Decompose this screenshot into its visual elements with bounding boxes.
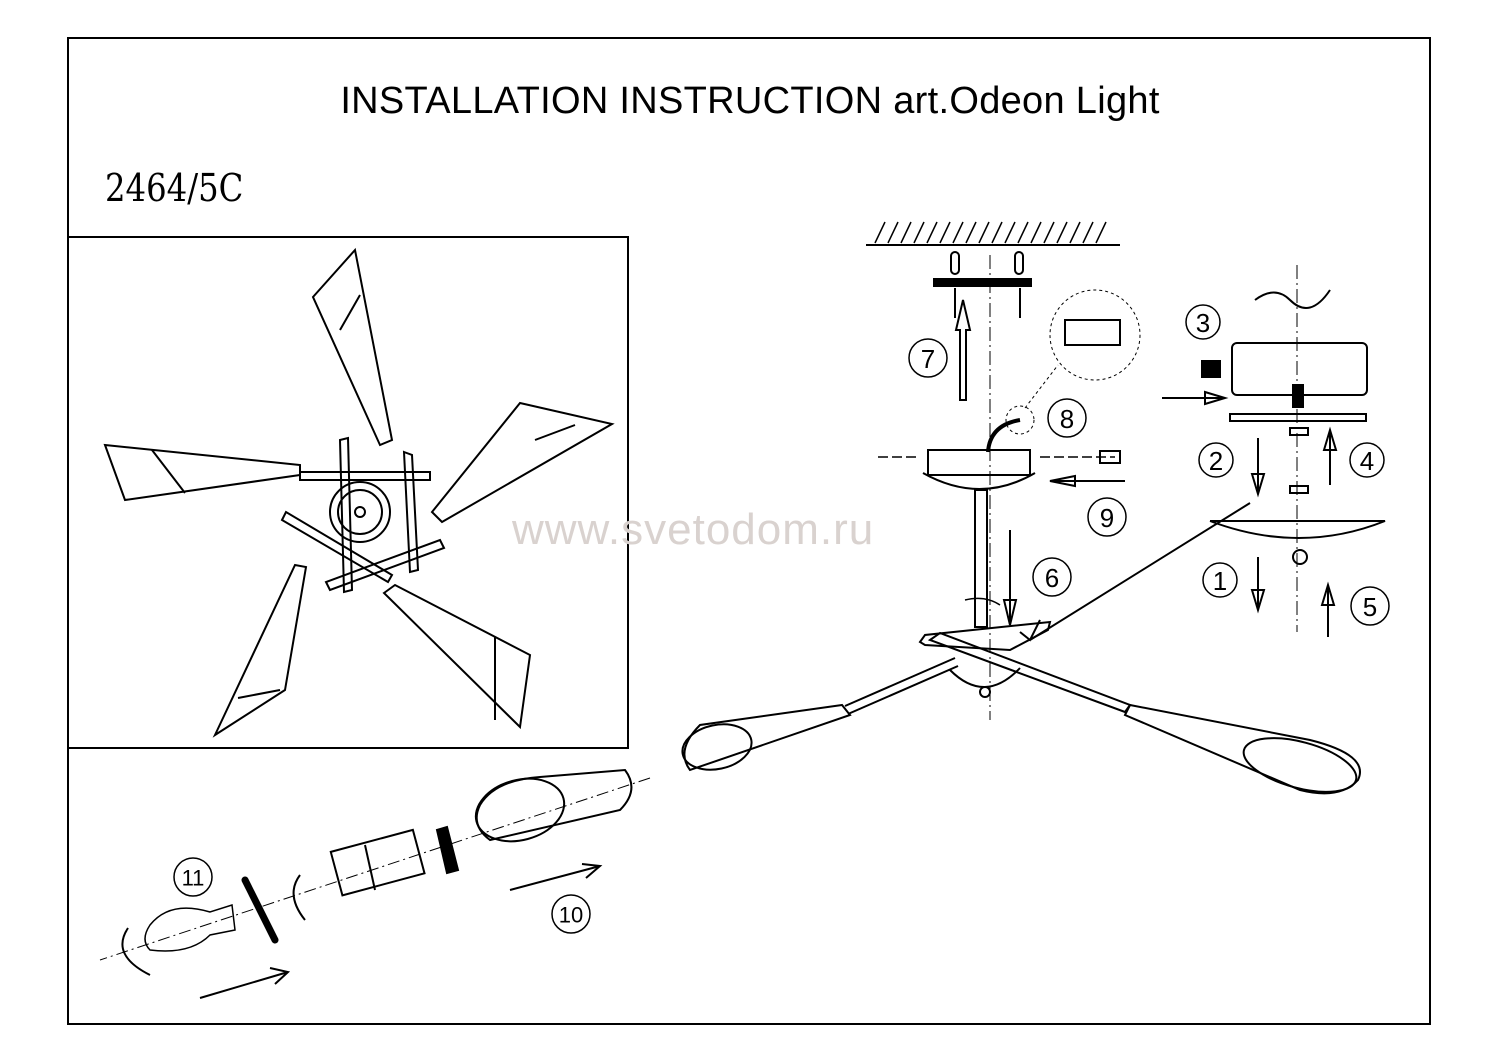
- step-7-label: 7: [921, 344, 935, 374]
- ceiling-mount: [866, 221, 1120, 720]
- step-6-label: 6: [1045, 563, 1059, 593]
- step-4-label: 4: [1360, 446, 1374, 476]
- step-11-label: 11: [182, 866, 205, 891]
- step-labels: 1 2 3 4 5 6 7 8 9 10 11: [173, 304, 1390, 934]
- step-1-label: 1: [1213, 566, 1227, 596]
- step-5-label: 5: [1363, 592, 1377, 622]
- watermark: www.svetodom.ru: [512, 505, 875, 554]
- top-view-hub: [280, 436, 446, 594]
- step-8-label: 8: [1060, 404, 1074, 434]
- step-2-label: 2: [1209, 446, 1223, 476]
- model-number: 2464/5C: [105, 166, 244, 210]
- step-9-label: 9: [1100, 503, 1114, 533]
- page-title: INSTALLATION INSTRUCTION art.Odeon Light: [340, 80, 1160, 122]
- step-10-label: 10: [559, 903, 583, 928]
- top-view-blades: [103, 247, 615, 738]
- fixture-assembly: [99, 620, 1361, 999]
- page-frame: [67, 37, 1431, 1025]
- top-view-panel: [67, 236, 629, 749]
- canopy-and-rod: [878, 289, 1141, 628]
- step-3-label: 3: [1196, 308, 1210, 338]
